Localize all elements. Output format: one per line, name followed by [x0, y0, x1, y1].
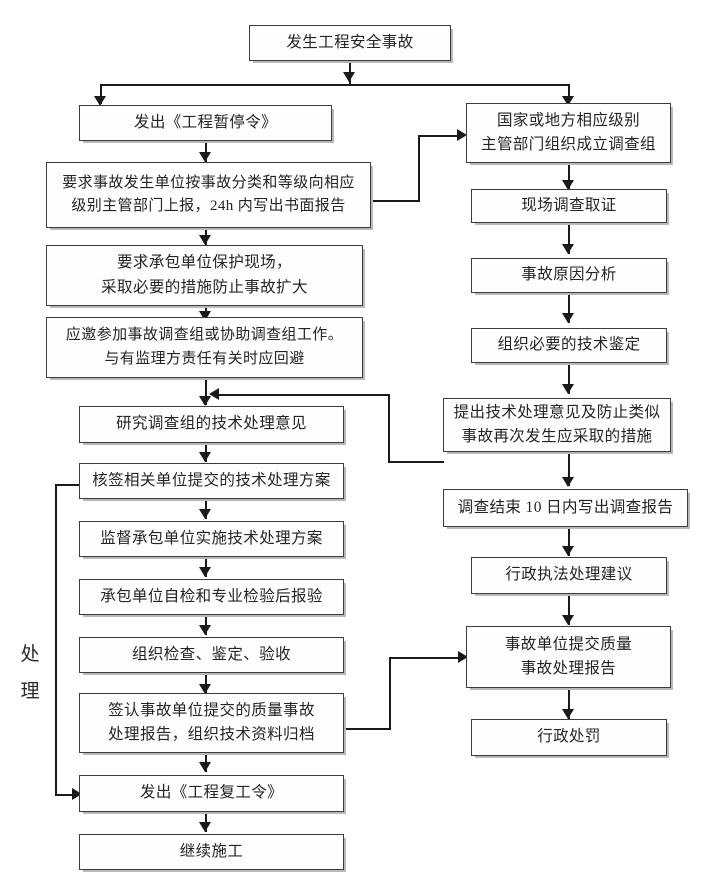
node-onsite-investigation[interactable]: 现场调查取证: [471, 189, 667, 223]
arrowhead-l6-l7: [199, 509, 211, 519]
connector-r5-to-l5-seg2: [388, 394, 390, 463]
connector-r5-to-l5-seg1: [388, 461, 444, 463]
connector-split-bus: [100, 84, 570, 86]
connector-r6-r7: [568, 526, 570, 556]
connector-bus-left-down: [100, 84, 102, 104]
node-continue-construction[interactable]: 继续施工: [79, 834, 344, 870]
arrowhead-l11-l12: [199, 822, 211, 832]
arrowhead-l3-l4: [199, 311, 211, 321]
connector-r8-r9: [568, 687, 570, 719]
connector-loop-seg2: [55, 484, 57, 796]
arrowhead-r6-r7: [562, 546, 574, 556]
side-label-char-2: 理: [20, 681, 40, 703]
node-issue-resumption-order[interactable]: 发出《工程复工令》: [79, 775, 344, 812]
arrowhead-r4-r5: [562, 384, 574, 394]
node-investigation-report-10days[interactable]: 调查结束 10 日内写出调查报告: [443, 489, 688, 527]
arrowhead-l2-l3: [199, 235, 211, 245]
node-supervise-plan-execution[interactable]: 监督承包单位实施技术处理方案: [79, 521, 344, 557]
arrowhead-r2-r3: [562, 244, 574, 254]
arrowhead-r8-r9: [562, 709, 574, 719]
arrowhead-r3-r4: [562, 313, 574, 323]
arrowhead-l8-l9: [199, 625, 211, 635]
node-study-technical-opinion[interactable]: 研究调查组的技术处理意见: [79, 406, 344, 443]
node-report-to-authority-24h[interactable]: 要求事故发生单位按事故分类和等级向相应 级别主管部门上报，24h 内写出书面报告: [46, 162, 371, 228]
node-unit-submit-quality-report[interactable]: 事故单位提交质量 事故处理报告: [466, 626, 671, 688]
connector-l4-l5: [205, 377, 207, 405]
node-propose-measures[interactable]: 提出技术处理意见及防止类似 事故再次发生应采取的措施: [443, 398, 671, 452]
node-issue-suspension-order[interactable]: 发出《工程暂停令》: [79, 105, 332, 141]
arrowhead-l9-l10: [199, 684, 211, 694]
connector-r7-r8: [568, 593, 570, 625]
node-organize-inspection-acceptance[interactable]: 组织检查、鉴定、验收: [79, 637, 344, 673]
arrowhead-l7-l8: [199, 567, 211, 577]
arrowhead-l2-to-r1: [457, 129, 467, 141]
node-start[interactable]: 发生工程安全事故: [249, 25, 451, 61]
connector-r5-r6: [568, 451, 570, 486]
arrowhead-r5-r6: [562, 477, 574, 487]
arrowhead-loop-to-l11: [72, 788, 82, 800]
arrowhead-l10-l11: [199, 762, 211, 772]
connector-l7-l8: [205, 555, 207, 577]
side-label-char-1: 处: [20, 644, 40, 665]
arrowhead-r7-r8: [562, 615, 574, 625]
node-sign-quality-accident-report[interactable]: 签认事故单位提交的质量事故 处理报告，组织技术资料归档: [79, 693, 344, 753]
arrowhead-r5-to-l5: [209, 388, 219, 400]
connector-loop-seg3: [55, 794, 77, 796]
node-establish-investigation-group[interactable]: 国家或地方相应级别 主管部门组织成立调查组: [466, 103, 671, 163]
connector-l10-to-r8-seg1: [341, 728, 391, 730]
side-label-handling: 处 理: [17, 636, 43, 710]
connector-l10-l11: [205, 750, 207, 772]
connector-l6-l7: [205, 497, 207, 519]
connector-l1-l2: [205, 140, 207, 162]
arrowhead-r1-r2: [562, 180, 574, 190]
connector-r4-r5: [568, 362, 570, 394]
connector-loop-seg1: [55, 484, 82, 486]
connector-l2-to-r1-seg2: [418, 135, 420, 202]
node-cause-analysis[interactable]: 事故原因分析: [471, 258, 667, 293]
node-contractor-self-inspection[interactable]: 承包单位自检和专业检验后报验: [79, 579, 344, 615]
connector-l10-to-r8-seg3: [389, 657, 465, 659]
arrowhead-bus-left: [94, 96, 106, 106]
connector-l11-l12: [205, 810, 207, 832]
node-countersign-technical-plan[interactable]: 核签相关单位提交的技术处理方案: [79, 463, 344, 499]
connector-r2-r3: [568, 222, 570, 254]
node-join-investigation-group[interactable]: 应邀参加事故调查组或协助调查组工作。 与有监理方责任有关时应回避: [46, 317, 363, 378]
connector-r5-to-l5-seg3: [216, 394, 390, 396]
arrowhead-l10-to-r8: [458, 651, 468, 663]
connector-l2-to-r1-seg3: [418, 135, 464, 137]
connector-l9-l10: [205, 672, 207, 694]
arrowhead-bus-right: [562, 96, 574, 106]
arrowhead-l4-l5: [199, 396, 211, 406]
connector-l2-to-r1-seg1: [370, 200, 420, 202]
arrowhead-start-down: [343, 72, 355, 82]
node-administrative-penalty[interactable]: 行政处罚: [471, 719, 667, 756]
arrowhead-l1-l2: [199, 152, 211, 162]
connector-bus-right-down: [568, 84, 570, 104]
connector-r3-r4: [568, 292, 570, 323]
arrowhead-l5-l6: [199, 452, 211, 462]
node-technical-appraisal[interactable]: 组织必要的技术鉴定: [471, 328, 667, 363]
node-administrative-enforcement-advice[interactable]: 行政执法处理建议: [471, 557, 667, 594]
connector-l10-to-r8-seg2: [389, 657, 391, 730]
connector-r1-r2: [568, 162, 570, 190]
connector-l8-l9: [205, 613, 207, 635]
node-protect-scene[interactable]: 要求承包单位保护现场， 采取必要的措施防止事故扩大: [46, 245, 363, 306]
